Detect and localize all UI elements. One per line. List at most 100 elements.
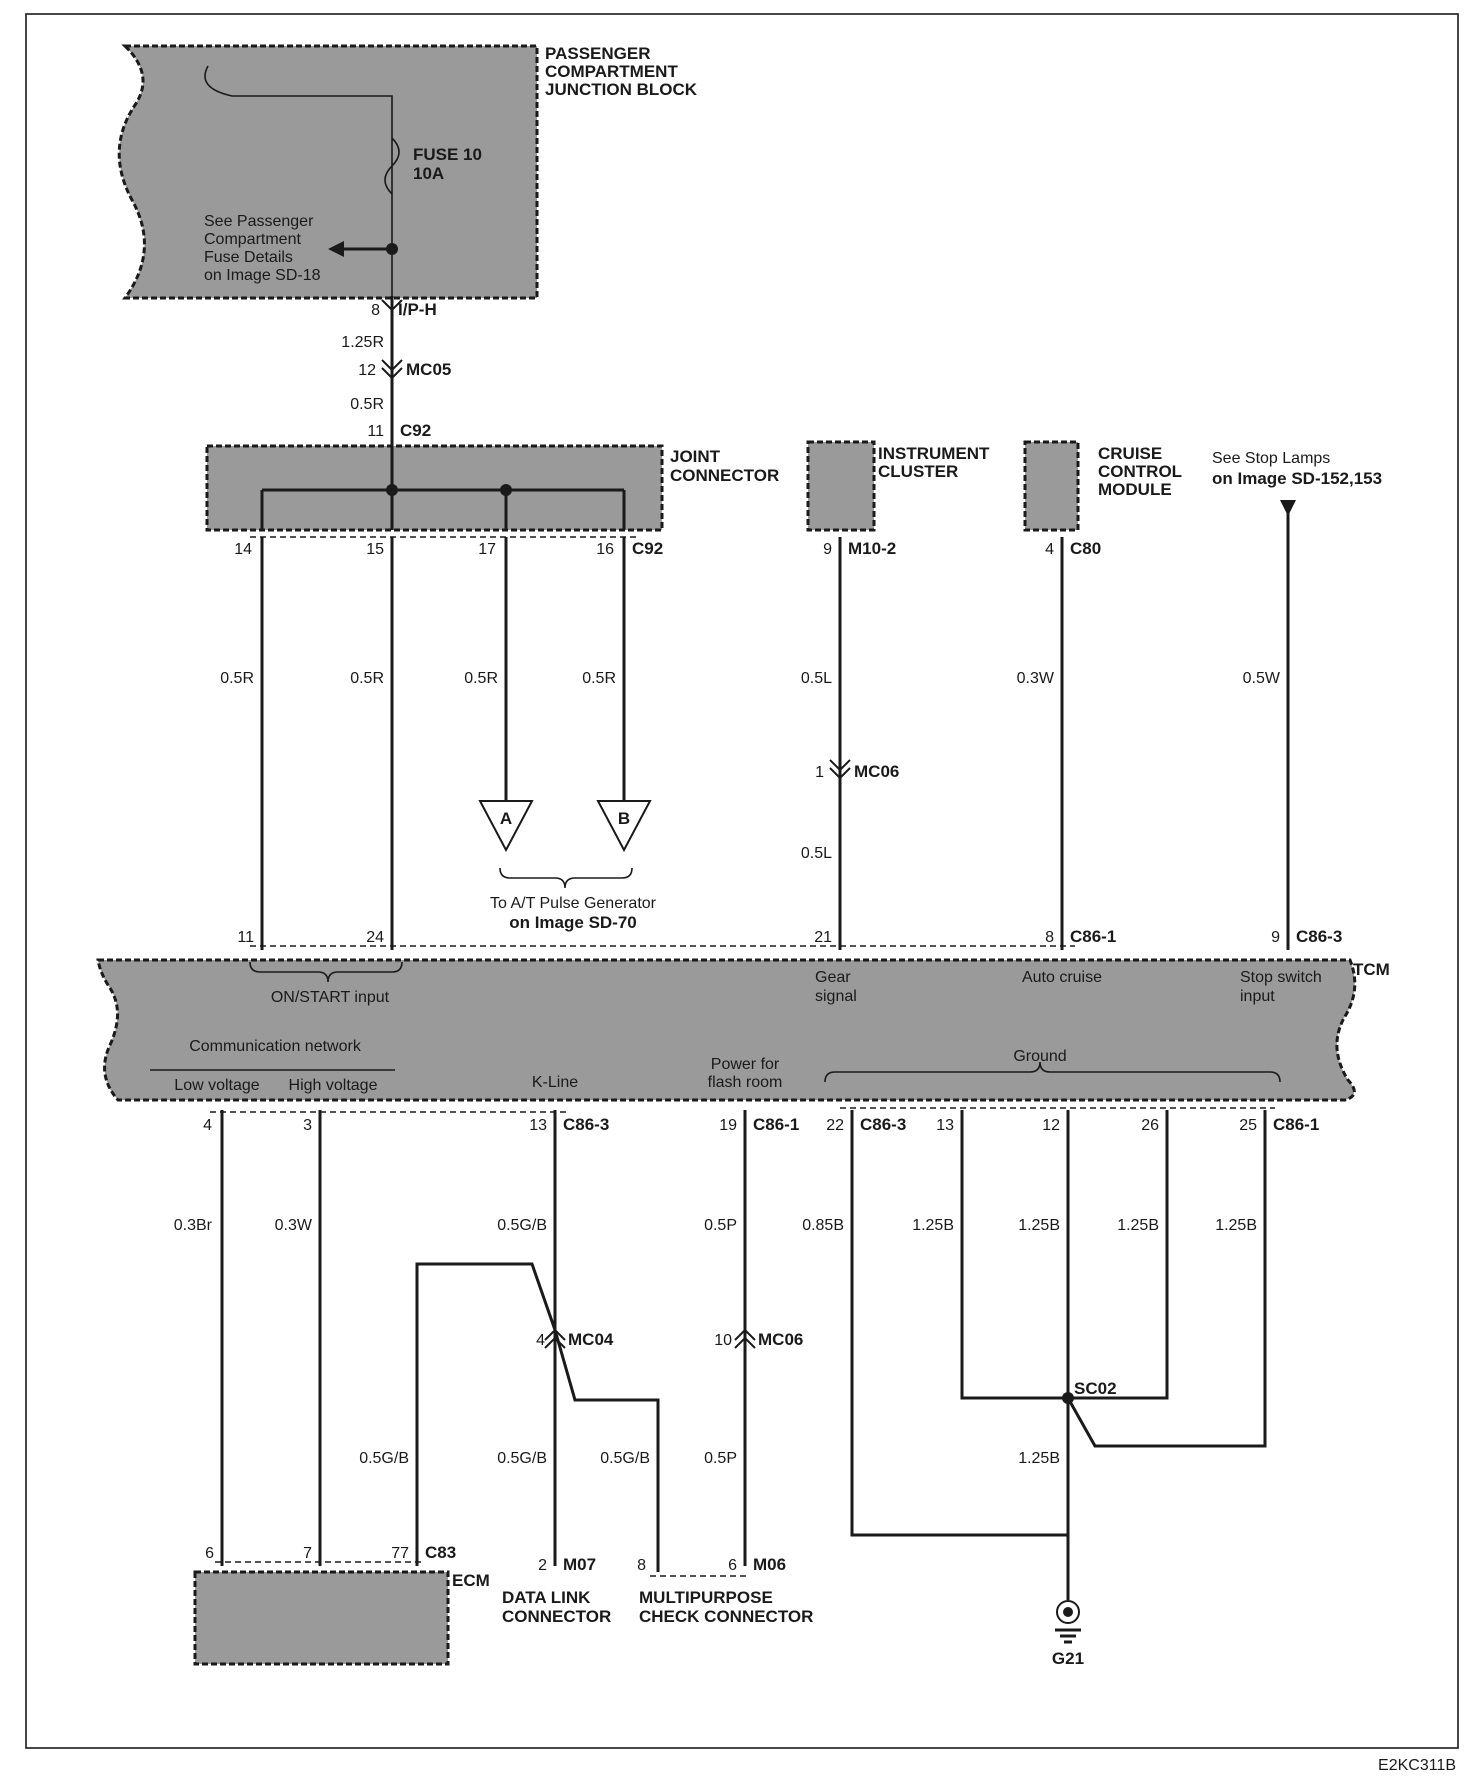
cluster-title: INSTRUMENT bbox=[878, 444, 990, 463]
wire-color: 0.5R bbox=[464, 670, 498, 687]
pin-number: 2 bbox=[538, 1557, 547, 1574]
cruise-title: CONTROL bbox=[1098, 462, 1182, 481]
wire-ground-22 bbox=[850, 1110, 1070, 1600]
stop-lamp-note: See Stop Lamps bbox=[1212, 450, 1330, 467]
pin-number: 11 bbox=[367, 423, 384, 440]
connector-label: MC06 bbox=[854, 762, 899, 781]
pin-number: 21 bbox=[814, 929, 832, 946]
tcm-label: Stop switch bbox=[1240, 969, 1322, 986]
wire-color: 1.25B bbox=[1018, 1217, 1060, 1234]
connector-label: C86-3 bbox=[563, 1115, 609, 1134]
pin-number: 3 bbox=[303, 1117, 312, 1134]
wire-ground-13 bbox=[960, 1110, 1068, 1400]
cruise-title: CRUISE bbox=[1098, 444, 1162, 463]
pin-number: 14 bbox=[234, 541, 252, 558]
wire-color: 0.5G/B bbox=[359, 1450, 409, 1467]
wire-color: 0.5W bbox=[1243, 670, 1281, 687]
wire-color: 0.5R bbox=[582, 670, 616, 687]
tcm-label: High voltage bbox=[289, 1077, 378, 1094]
cruise-title: MODULE bbox=[1098, 480, 1172, 499]
pin-number: 17 bbox=[478, 541, 496, 558]
connector-flag-b bbox=[596, 800, 652, 853]
fuse-detail-arrowhead bbox=[328, 241, 344, 257]
joint-connector-box bbox=[205, 444, 664, 532]
wire-color: 0.5R bbox=[350, 670, 384, 687]
fuse-detail-note: Fuse Details bbox=[204, 249, 293, 266]
pulse-gen-note: on Image SD-70 bbox=[509, 913, 637, 932]
wire-color: 1.25B bbox=[1117, 1217, 1159, 1234]
tcm-label: K-Line bbox=[532, 1074, 578, 1091]
pin-number: 4 bbox=[1045, 541, 1054, 558]
wire-color: 1.25B bbox=[1215, 1217, 1257, 1234]
connector-label: C83 bbox=[425, 1543, 456, 1562]
pin-number: 11 bbox=[237, 929, 254, 946]
pulse-bracket bbox=[499, 867, 633, 889]
junction-block-title: PASSENGER bbox=[545, 44, 651, 63]
splice-dot bbox=[386, 243, 398, 255]
pin-number: 8 bbox=[637, 1557, 646, 1574]
fuse-symbol bbox=[384, 137, 400, 195]
connector-mark-ip-h bbox=[381, 299, 403, 312]
data-link-title: CONNECTOR bbox=[502, 1607, 611, 1626]
passenger-junction-block bbox=[117, 44, 539, 300]
connector-flag-a bbox=[478, 800, 534, 853]
connector-label: C86-3 bbox=[1296, 927, 1342, 946]
cruise-control-module-box bbox=[1023, 440, 1080, 532]
tcm-title: TCM bbox=[1353, 960, 1390, 979]
tcm-label: input bbox=[1240, 988, 1275, 1005]
wire-color: 1.25B bbox=[912, 1217, 954, 1234]
connector-mark-mc04 bbox=[544, 1328, 566, 1349]
wire-color: 0.5G/B bbox=[497, 1450, 547, 1467]
pin-number: 26 bbox=[1141, 1117, 1159, 1134]
tcm-label: ON/START input bbox=[271, 989, 390, 1006]
fuse-rating: 10A bbox=[413, 164, 444, 183]
wire-color: 0.5P bbox=[704, 1450, 737, 1467]
pin-number: 6 bbox=[728, 1557, 737, 1574]
pin-number: 9 bbox=[823, 541, 832, 558]
wire-color: 0.5G/B bbox=[497, 1217, 547, 1234]
pin-number: 8 bbox=[371, 302, 380, 319]
joint-connector-title: CONNECTOR bbox=[670, 466, 779, 485]
pin-number: 8 bbox=[1045, 929, 1054, 946]
multipurpose-title: CHECK CONNECTOR bbox=[639, 1607, 813, 1626]
pin-number: 1 bbox=[815, 764, 824, 781]
connector-label: M10-2 bbox=[848, 539, 896, 558]
wire-ground-25 bbox=[1066, 1110, 1267, 1448]
connector-mark-mc06-b bbox=[734, 1328, 756, 1349]
connector-label: M07 bbox=[563, 1555, 596, 1574]
wire-color: 0.3Br bbox=[174, 1217, 213, 1234]
pin-number: 22 bbox=[826, 1117, 844, 1134]
tcm-label: Communication network bbox=[189, 1038, 362, 1055]
tcm-label: Low voltage bbox=[174, 1077, 259, 1094]
joint-connector-title: JOINT bbox=[670, 447, 721, 466]
pin-number: 4 bbox=[203, 1117, 212, 1134]
connector-label: C92 bbox=[400, 421, 431, 440]
pin-number: 4 bbox=[536, 1332, 545, 1349]
fuse-label: FUSE 10 bbox=[413, 145, 482, 164]
connector-label: C86-1 bbox=[1273, 1115, 1319, 1134]
wire-ground-26 bbox=[1068, 1110, 1169, 1400]
wire-color: 0.3W bbox=[275, 1217, 313, 1234]
pin-number: 16 bbox=[596, 541, 614, 558]
wire-color: 0.5R bbox=[220, 670, 254, 687]
connector-label: M06 bbox=[753, 1555, 786, 1574]
pin-number: 77 bbox=[391, 1545, 409, 1562]
tcm-label: Ground bbox=[1013, 1048, 1066, 1065]
ground-symbol bbox=[1056, 1600, 1080, 1624]
tcm-bracket bbox=[824, 1061, 1281, 1083]
connector-label: I/P-H bbox=[398, 300, 437, 319]
pin-number: 15 bbox=[366, 541, 384, 558]
wire-k-line-ecm bbox=[415, 1262, 660, 1572]
wire-color: 0.5L bbox=[801, 845, 832, 862]
pin-number: 12 bbox=[1042, 1117, 1060, 1134]
stop-lamp-arrow bbox=[1280, 500, 1296, 516]
junction-block-title: JUNCTION BLOCK bbox=[545, 80, 698, 99]
fuse-detail-note: Compartment bbox=[204, 231, 301, 248]
pin-number: 12 bbox=[358, 362, 376, 379]
pin-number: 6 bbox=[205, 1545, 214, 1562]
diagram-frame bbox=[25, 13, 1459, 1749]
fuse-detail-note: on Image SD-18 bbox=[204, 267, 321, 284]
wire-color: 0.85B bbox=[802, 1217, 844, 1234]
tcm-label: signal bbox=[815, 988, 857, 1005]
connector-mark-mc06 bbox=[829, 759, 851, 780]
